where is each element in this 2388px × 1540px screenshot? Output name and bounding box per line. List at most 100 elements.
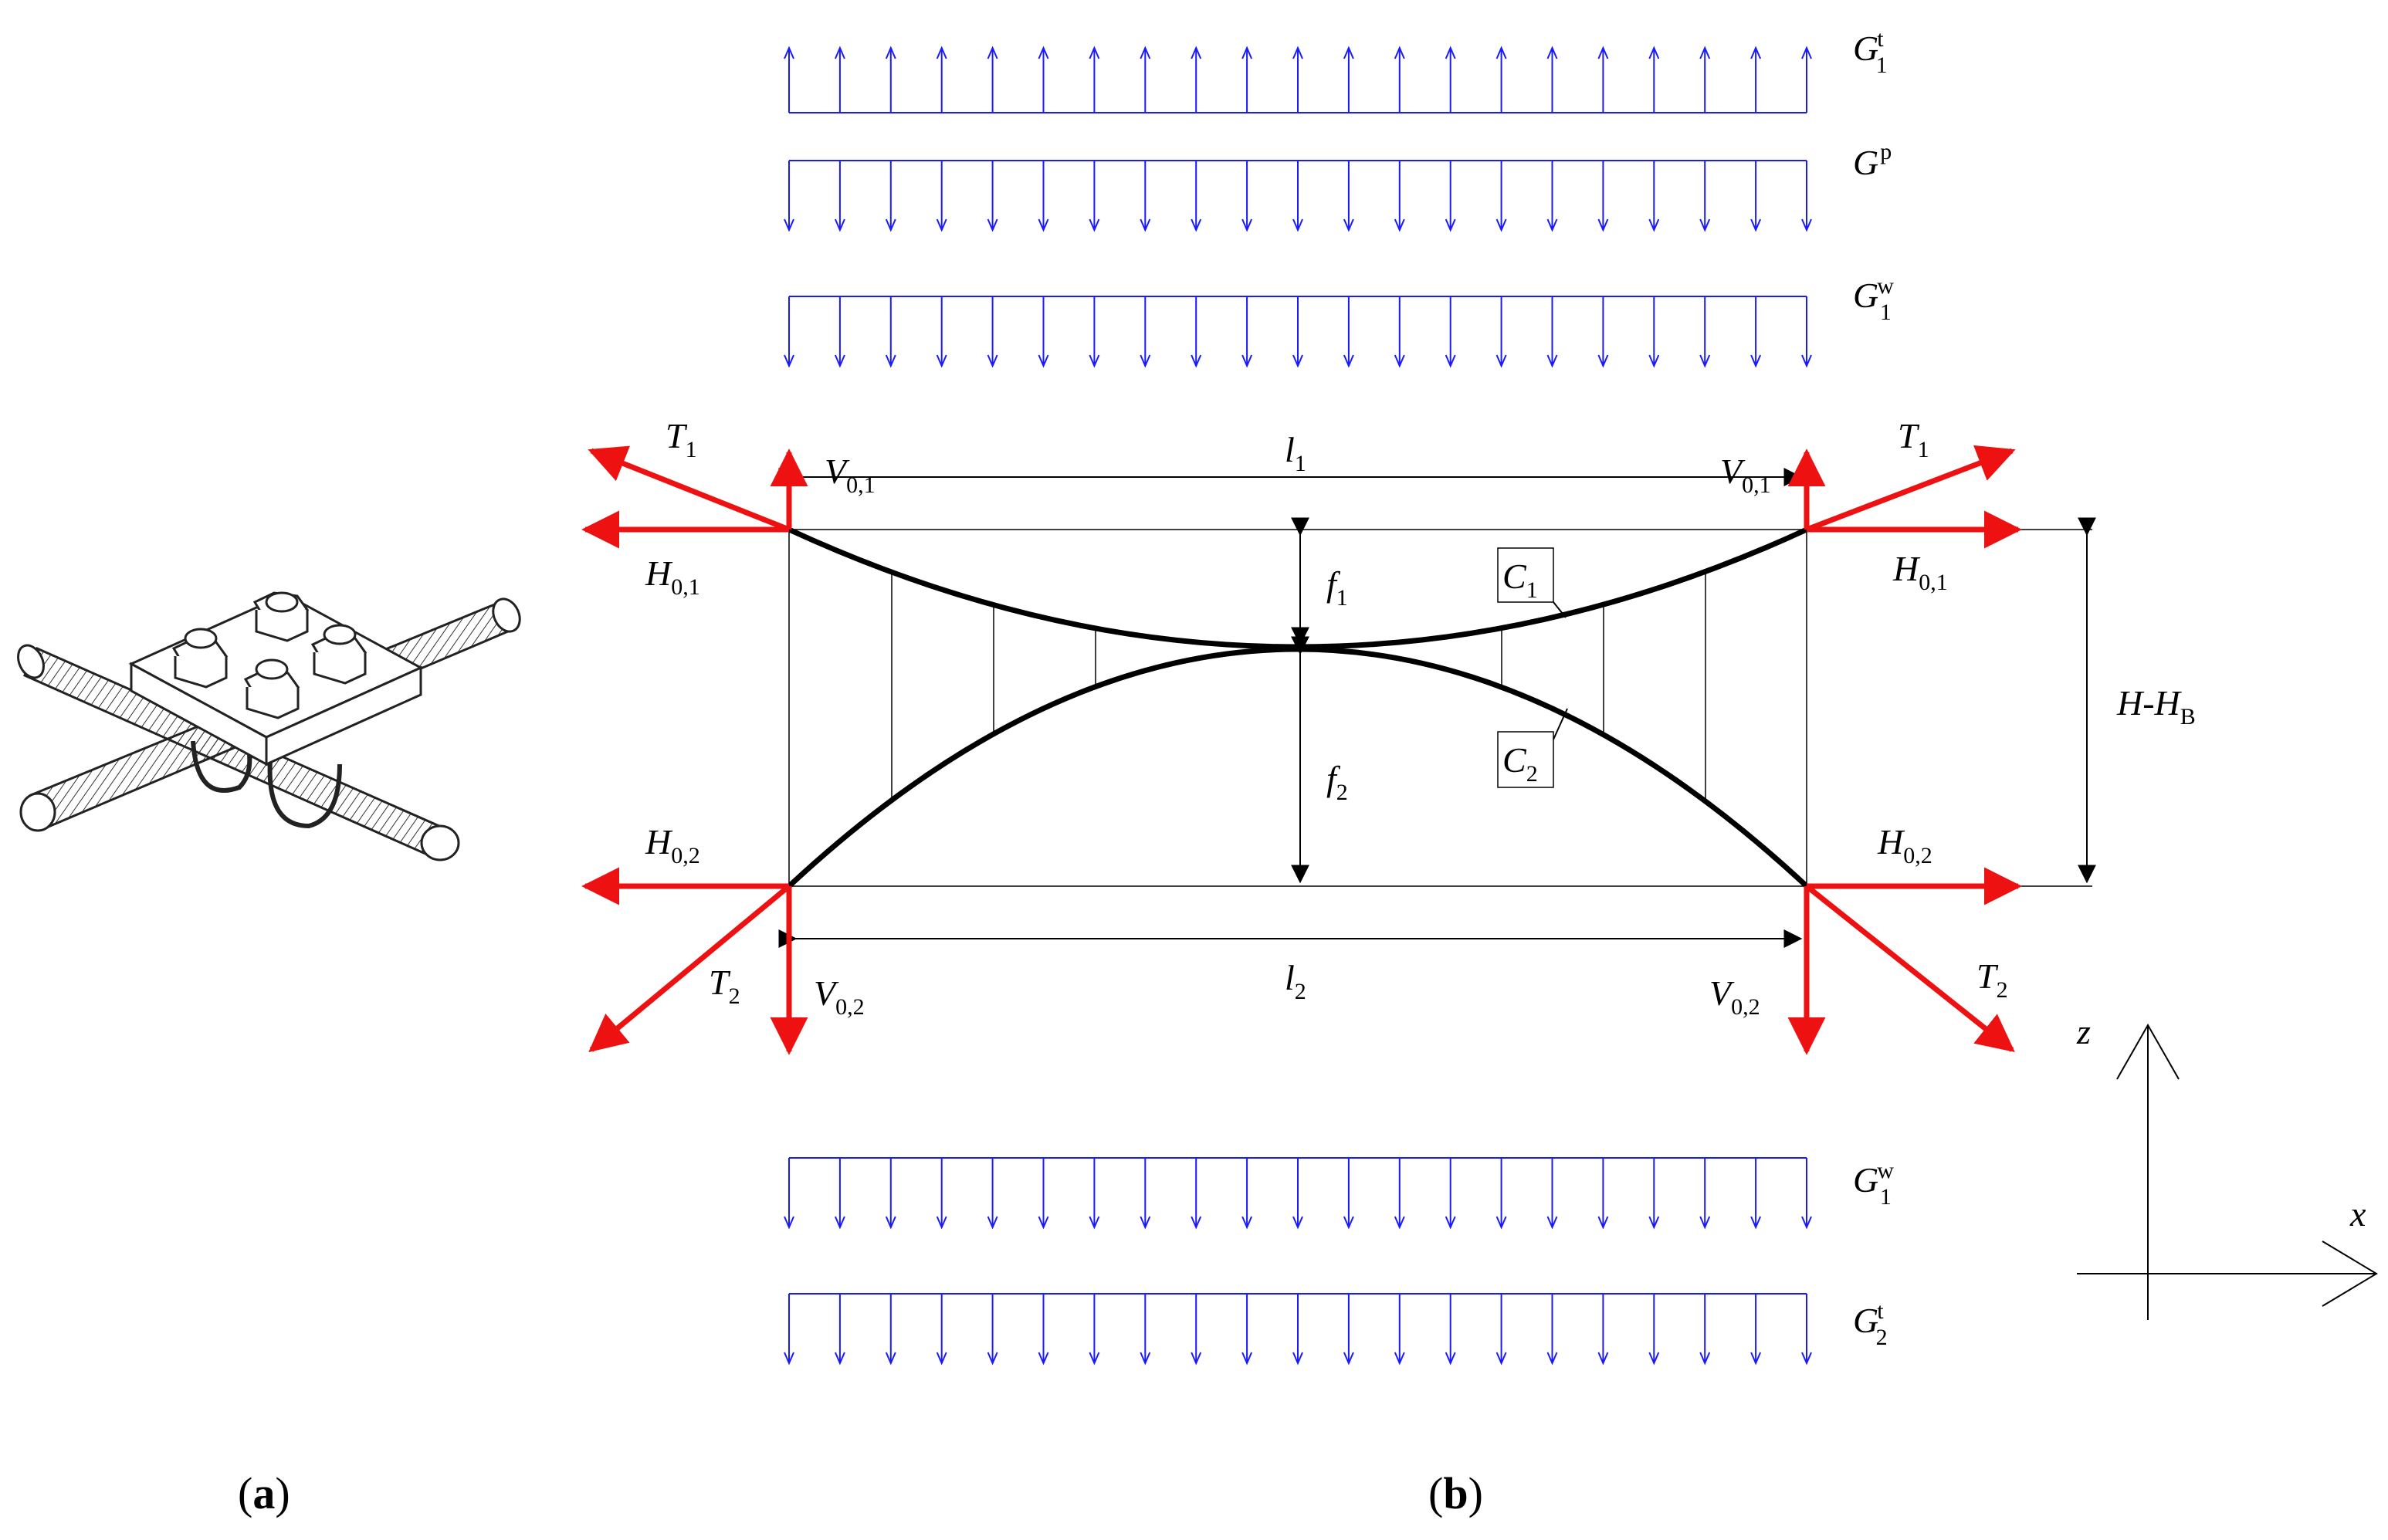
load-arrow-head [1191, 218, 1202, 232]
c2-label-box [1497, 731, 1554, 788]
dimension-lines [778, 468, 2096, 948]
load-arrow-head [1801, 218, 1812, 232]
load-arrow-head [784, 218, 794, 232]
load-arrow-head [1038, 1216, 1049, 1230]
load-arrow-head [834, 1352, 845, 1366]
load-row-G1w-bottom [784, 1157, 1812, 1230]
load-arrow-head [1546, 1216, 1558, 1230]
load-arrow-head [1394, 1352, 1405, 1366]
load-arrow-head [1038, 46, 1049, 59]
load-arrow-head [1546, 354, 1558, 368]
load-arrow-head [1801, 1352, 1812, 1366]
cable-c1 [788, 526, 1808, 650]
load-arrow-head [1546, 46, 1558, 59]
load-arrow-head [885, 1352, 896, 1366]
load-arrow-head [1597, 46, 1609, 59]
label-T2-left: T2 [709, 963, 740, 1009]
load-arrow-head [936, 218, 947, 232]
load-arrow-head [1343, 1352, 1354, 1366]
load-arrow-head [1750, 1216, 1762, 1230]
nut-back [252, 591, 310, 642]
u-bolt-2 [267, 760, 342, 829]
load-arrow-head [1292, 218, 1303, 232]
load-arrow-head [1038, 218, 1049, 232]
load-arrow-head [1495, 218, 1507, 232]
load-arrow-head [1801, 354, 1812, 368]
load-arrow-head [1495, 1352, 1507, 1366]
load-arrow-head [1394, 46, 1405, 59]
label-height: H-HB [2116, 683, 2196, 729]
load-arrow-head [1140, 1216, 1151, 1230]
label-T1-right: T1 [1898, 416, 1929, 462]
load-arrow-head [987, 46, 998, 59]
label-f2: f2 [1326, 759, 1348, 805]
load-arrow-head [1241, 218, 1253, 232]
label-l1: l1 [1285, 430, 1306, 476]
load-arrow-head [987, 1352, 998, 1366]
load-arrow-head [1191, 1216, 1202, 1230]
load-arrow-head [1038, 354, 1049, 368]
load-arrow-head [1495, 46, 1507, 59]
load-arrow-head [1597, 218, 1609, 232]
distributed-loads [784, 46, 1812, 1366]
load-arrow-head [936, 46, 947, 59]
axis-labels: z x [2076, 1012, 2366, 1234]
load-arrow-head [784, 354, 794, 368]
c1-label-box [1497, 547, 1554, 603]
load-arrow-head [1089, 1352, 1100, 1366]
label-f1: f1 [1326, 564, 1348, 611]
load-arrow-head [1140, 218, 1151, 232]
T2-right-arrow [1804, 884, 2015, 1053]
load-arrow-head [1699, 1352, 1711, 1366]
load-arrow-head [1140, 46, 1151, 59]
load-arrow-head [1597, 354, 1609, 368]
load-arrow-head [834, 218, 845, 232]
load-arrow-head [1140, 1352, 1151, 1366]
nut-left [171, 628, 229, 689]
label-H01-right: H0,1 [1892, 549, 1948, 595]
load-arrow-head [1038, 1352, 1049, 1366]
cable-c2 [787, 646, 1809, 888]
load-arrow-head [1241, 46, 1253, 59]
load-arrow-head [1597, 1216, 1609, 1230]
label-V02-left: V0,2 [814, 973, 865, 1020]
x-axis-head [2322, 1240, 2378, 1307]
load-arrow-head [1394, 1216, 1405, 1230]
load-arrow-head [1445, 1352, 1456, 1366]
label-T1-left: T1 [666, 416, 697, 462]
caption-a: (a) [238, 1468, 290, 1518]
cable-rod-1 [17, 644, 460, 861]
load-arrow-head [784, 1216, 794, 1230]
load-arrow-head [1292, 46, 1303, 59]
hanger-lines [891, 571, 1706, 802]
load-arrow-head [987, 218, 998, 232]
load-arrow-head [1699, 218, 1711, 232]
coordinate-axes [2077, 1023, 2378, 1320]
T1-right-arrow [1805, 445, 2016, 533]
load-arrow-head [784, 46, 794, 59]
label-l2: l2 [1285, 958, 1306, 1004]
load-row-Gp [784, 160, 1812, 232]
load-arrow-head [1699, 1216, 1711, 1230]
load-arrow-head [1292, 1352, 1303, 1366]
load-arrow-head [1394, 354, 1405, 368]
load-arrow-head [784, 1352, 794, 1366]
label-H02-right: H0,2 [1877, 822, 1932, 868]
load-row-G2t-bottom [784, 1293, 1812, 1366]
load-arrow-head [1648, 354, 1660, 368]
load-arrow-head [885, 1216, 896, 1230]
dimension-labels: l1 l2 f1 f2 H-HB C1 C2 [1285, 430, 2196, 1004]
cable-clamp-illustration [17, 591, 521, 861]
load-arrow-head [1750, 1352, 1762, 1366]
load-arrow-head [1343, 218, 1354, 232]
load-arrow-head [936, 354, 947, 368]
load-arrow-head [1495, 354, 1507, 368]
load-arrow-head [1089, 46, 1100, 59]
T1-left-arrow [588, 445, 791, 533]
label-C1: C1 [1502, 557, 1538, 603]
load-arrow-head [1241, 1352, 1253, 1366]
